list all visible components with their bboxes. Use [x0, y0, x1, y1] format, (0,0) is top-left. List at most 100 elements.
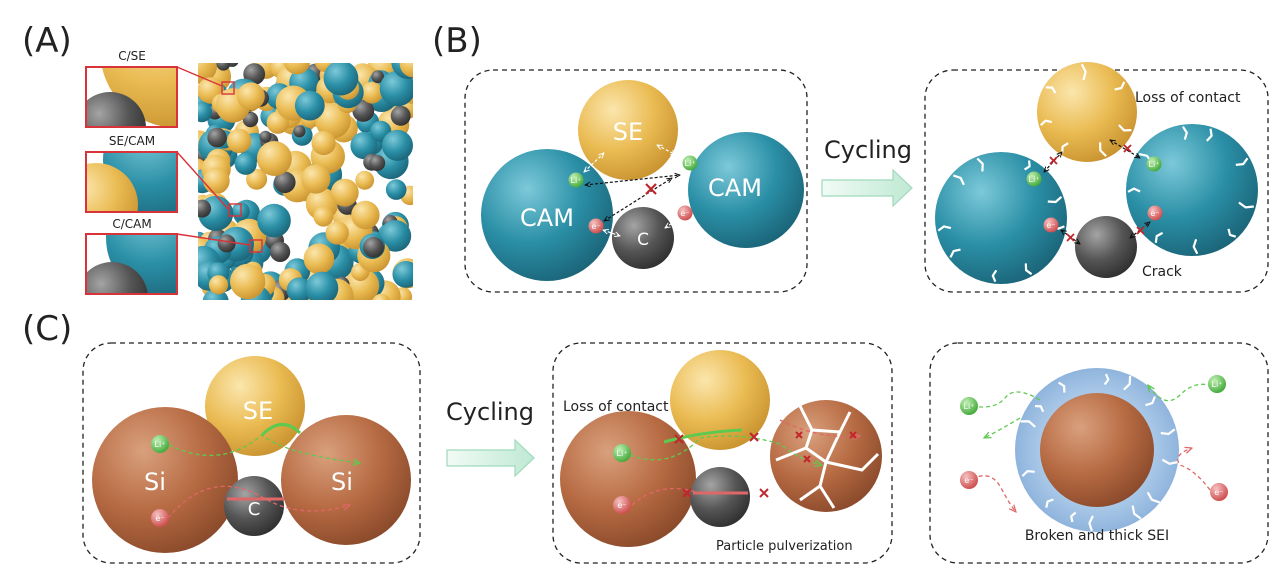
inset-c-se-label: C/SE	[118, 49, 146, 63]
electron: e⁻	[1210, 483, 1228, 501]
inset-c-se: C/SE	[85, 49, 178, 128]
electron-path	[167, 485, 350, 519]
electrode-particle	[392, 261, 413, 288]
electrode-particle	[363, 236, 384, 258]
electron-label: e⁻	[1150, 209, 1159, 218]
electrode-particle	[274, 171, 296, 194]
electrode-particle	[203, 167, 230, 194]
cracked-cam-right	[1126, 124, 1258, 256]
li-ion-label: Li⁺	[155, 440, 166, 449]
carbon-label-c: C	[248, 499, 261, 520]
electrode-particle	[313, 206, 334, 227]
inset-se-cam-label: SE/CAM	[109, 134, 155, 148]
electrode-particle	[399, 63, 413, 78]
li-ion: Li⁺	[1146, 156, 1162, 172]
li-ion-label: Li⁺	[617, 449, 628, 458]
electrode-particle	[351, 200, 380, 230]
electron: e⁻	[1043, 217, 1059, 233]
loss-of-contact-label: Loss of contact	[1135, 90, 1241, 106]
electrode-particle	[198, 101, 213, 123]
electrode-particle	[371, 70, 385, 84]
panel-c-pristine: SE Si Si C Li⁺ e⁻	[82, 342, 421, 564]
panel-a: (A) C/SE SE/CAM	[22, 21, 413, 300]
electrode-particle	[257, 203, 291, 238]
electrode-particle	[311, 130, 336, 156]
electron-label: e⁻	[617, 501, 626, 510]
zoom-markers	[176, 66, 263, 253]
electrode-particle	[305, 271, 339, 300]
electrode-particle	[303, 243, 335, 275]
cross-mark-icon	[1049, 144, 1145, 242]
electrode-particle	[301, 164, 331, 194]
electrode-particle	[207, 127, 227, 148]
cycling-arrow-b: Cycling	[821, 136, 913, 208]
electrode-particle	[350, 132, 378, 160]
electrode-particle	[361, 81, 383, 104]
crack-label: Crack	[1142, 264, 1183, 280]
li-ion: Li⁺	[613, 444, 631, 462]
electron-label: e⁻	[964, 476, 973, 485]
electrode-particle	[369, 155, 386, 171]
right-arrow-icon	[446, 438, 535, 478]
electron: e⁻	[613, 496, 631, 514]
si-left-label: Si	[144, 468, 166, 496]
electrode-particle	[352, 100, 375, 122]
electron-label: e⁻	[1046, 221, 1055, 230]
electrode-particle	[208, 275, 229, 295]
li-ion: Li⁺	[682, 155, 698, 171]
electrode-particle	[323, 63, 359, 96]
electrode-particle	[330, 178, 359, 207]
cycling-label-b: Cycling	[824, 136, 912, 164]
electrode-particle	[286, 277, 313, 300]
electron-label: e⁻	[680, 209, 689, 218]
electrode-particle	[294, 90, 325, 121]
carbon-particle-cycled	[1075, 216, 1137, 278]
cross-mark-icon	[674, 431, 857, 498]
si-particle-cycled	[560, 411, 696, 547]
electrode-particle	[246, 168, 268, 190]
electrode-particle	[379, 70, 413, 107]
electron: e⁻	[151, 509, 169, 527]
pulverization-label: Particle pulverization	[716, 539, 853, 554]
carbon-particle-c	[224, 476, 284, 536]
se-particle-cycled	[1037, 62, 1137, 162]
electron-label: e⁻	[1214, 488, 1223, 497]
electrode-particle	[237, 82, 265, 111]
li-ion: Li⁺	[960, 397, 978, 415]
panel-a-letter: (A)	[22, 21, 72, 61]
electrode-particle	[217, 234, 236, 253]
cycling-arrow-c: Cycling	[446, 398, 535, 478]
se-particle-c	[205, 356, 305, 456]
crack-mark-icon	[937, 63, 1254, 283]
pulverized-si-particle	[770, 400, 882, 512]
si-core	[1040, 393, 1154, 507]
li-ion-label: Li⁺	[1029, 175, 1040, 184]
electron-label: e⁻	[591, 222, 600, 231]
electrode-particle	[259, 130, 272, 143]
electrode-particle	[234, 152, 257, 175]
electrode-particle	[315, 102, 351, 139]
electrode-particle	[293, 125, 306, 138]
panel-c-sei: Broken and thick SEI Li⁺ Li⁺ e⁻ e⁻	[929, 342, 1269, 564]
si-particle-right	[281, 415, 411, 545]
electrode-particle	[216, 63, 231, 71]
li-ion-label: Li⁺	[685, 159, 696, 168]
electron: e⁻	[960, 471, 978, 489]
electrode-particle	[256, 141, 292, 176]
electron: e⁻	[1147, 205, 1163, 221]
inset-c-cam: C/CAM	[85, 217, 178, 295]
inset-c-cam-label: C/CAM	[112, 217, 151, 231]
sei-label: Broken and thick SEI	[1025, 528, 1169, 544]
panel-b-letter: (B)	[432, 21, 482, 61]
cam-particle-right	[688, 132, 804, 248]
crack-mark-icon	[1020, 373, 1179, 532]
se-particle-cycled-c	[670, 350, 770, 450]
carbon-particle-cycled-c	[690, 467, 750, 527]
right-arrow-icon	[821, 168, 913, 208]
panel-c-letter: (C)	[22, 309, 72, 349]
si-right-label: Si	[331, 468, 353, 496]
electrode-particle	[198, 199, 212, 218]
li-ion-label: Li⁺	[1212, 380, 1223, 389]
electrode-particle	[385, 179, 407, 200]
